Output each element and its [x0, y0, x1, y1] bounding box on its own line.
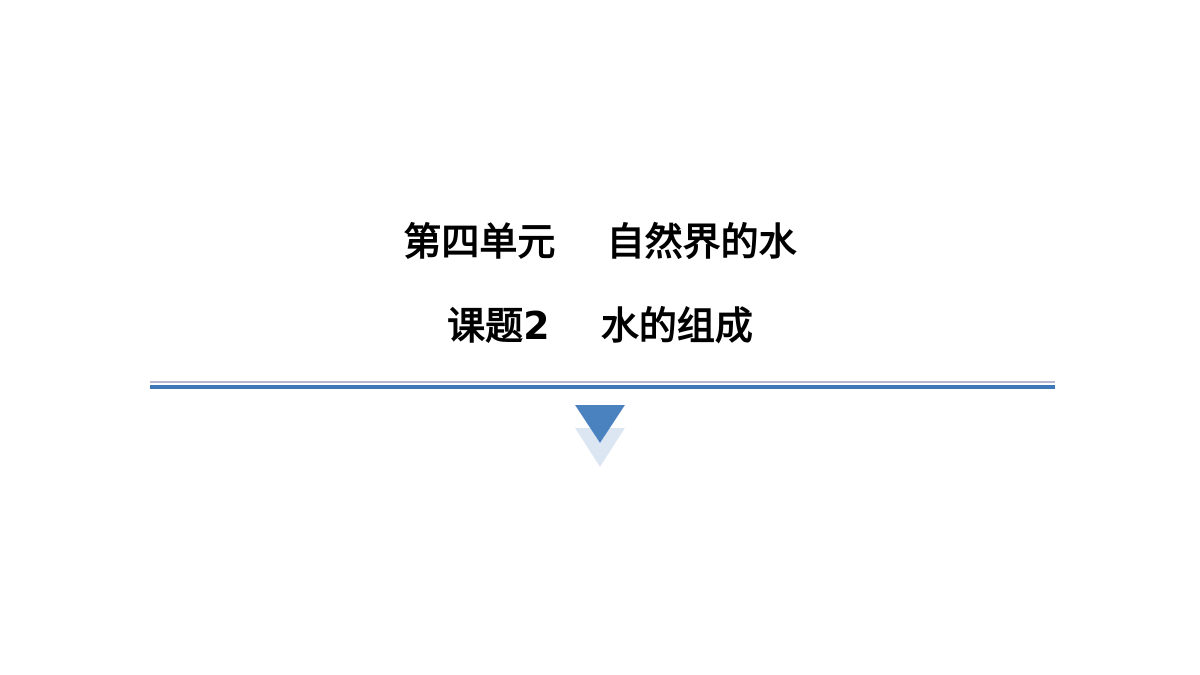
divider-thin — [150, 381, 1055, 383]
unit-title: 第四单元 自然界的水 — [403, 220, 797, 264]
divider-thick — [150, 385, 1055, 389]
triangle-dark-icon — [575, 405, 625, 443]
lesson-title: 课题2 水的组成 — [447, 304, 753, 348]
